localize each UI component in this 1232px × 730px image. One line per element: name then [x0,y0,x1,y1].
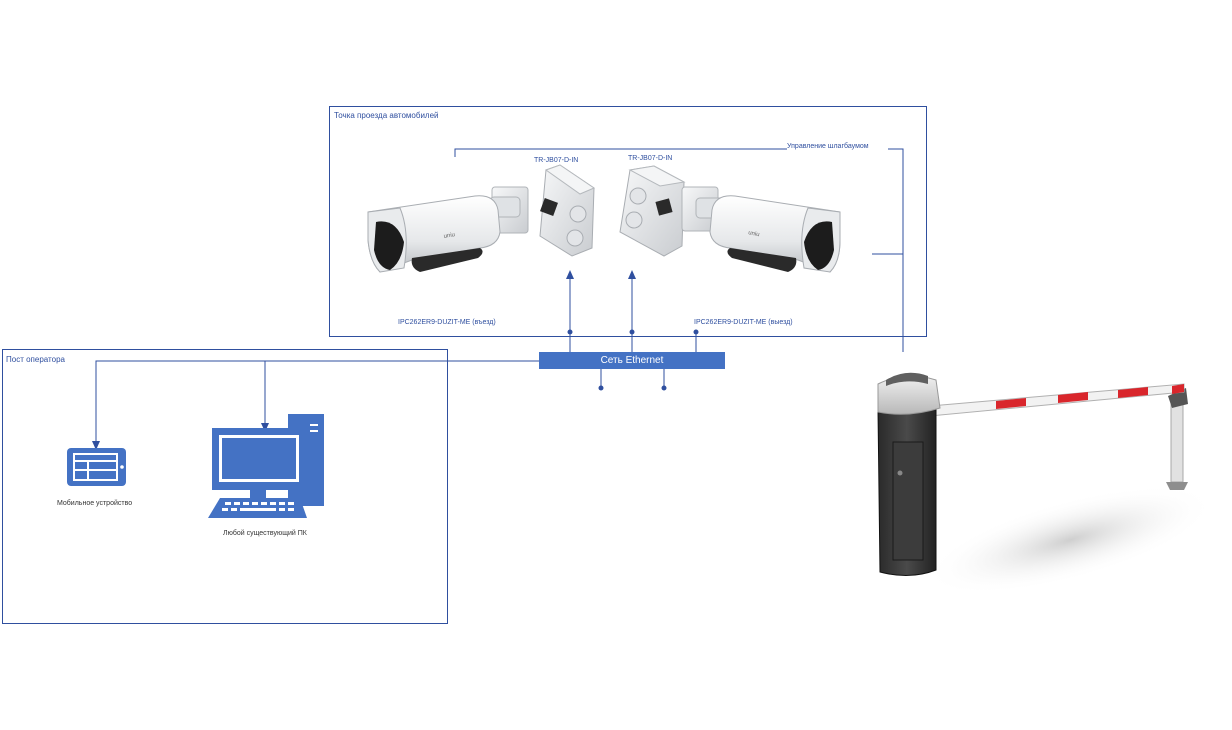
junction-box-left-label: TR-JB07-D-IN [534,157,579,164]
mobile-device-label: Мобильное устройство [57,500,133,507]
operator-post-zone-title: Пост оператора [6,355,65,364]
ethernet-network: Сеть Ethernet [539,352,725,369]
operator-post-zone [2,349,448,624]
barrier-control-label: Управление шлагбаумом [787,143,869,150]
vehicle-point-zone-title: Точка проезда автомобилей [334,111,439,120]
camera-left-label: IPC262ER9-DUZIT-ME (въезд) [398,319,496,326]
pc-label: Любой существующий ПК [223,530,307,537]
junction-box-right-label: TR-JB07-D-IN [628,155,673,162]
vehicle-point-zone [329,106,927,337]
camera-right-label: IPC262ER9-DUZIT-ME (выезд) [694,319,793,326]
